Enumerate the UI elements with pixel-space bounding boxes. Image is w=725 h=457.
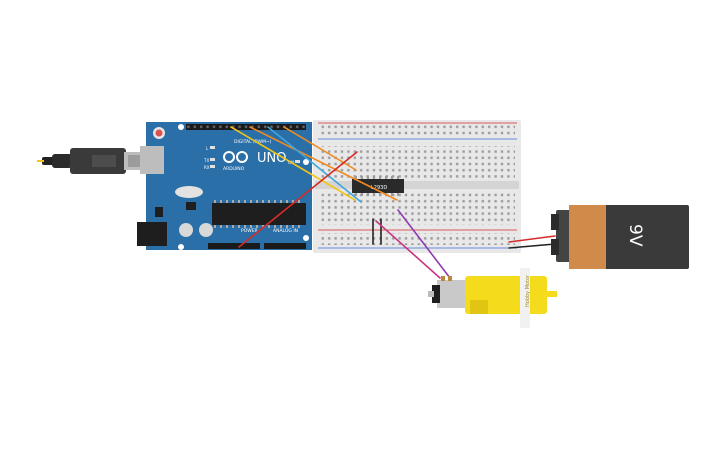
arduino-brand: ARDUINO <box>223 166 245 172</box>
usb-port <box>140 146 164 174</box>
motor-shaft-mount <box>520 268 530 328</box>
rx-label: RX <box>204 165 210 170</box>
tx-label: TX <box>203 158 209 163</box>
uno-logo-text: UNO <box>257 151 286 166</box>
analog-label: ANALOG IN <box>273 228 298 234</box>
battery-9v[interactable]: 9V <box>551 205 689 269</box>
wire-battery-black <box>508 243 556 249</box>
center-channel <box>315 181 519 189</box>
terminal-strip-bottom <box>320 193 515 225</box>
breadboard[interactable] <box>313 120 521 253</box>
power-header <box>208 243 260 249</box>
atmega-chip <box>212 203 306 225</box>
analog-header <box>264 243 306 249</box>
reset-button[interactable] <box>155 129 163 137</box>
capacitor <box>199 223 213 237</box>
wire-blue <box>267 126 362 203</box>
wires[interactable] <box>230 126 556 279</box>
wire-magenta <box>375 220 441 279</box>
battery-label-band <box>569 205 606 269</box>
usb-cable[interactable] <box>37 148 146 174</box>
rx-led <box>210 165 215 168</box>
wire-battery-red <box>508 235 556 243</box>
capacitor <box>179 223 193 237</box>
wire-purple <box>397 209 451 279</box>
l-led <box>210 146 215 149</box>
battery-label: 9V <box>625 224 645 247</box>
top-power-rail <box>320 125 515 137</box>
arduino-infinity-logo <box>223 151 248 163</box>
motor-can <box>437 280 467 308</box>
crystal <box>175 186 203 198</box>
arduino-uno-board[interactable]: DIGITAL (PWM~) UNO ARDUINO ON TX RX L PO… <box>137 122 312 250</box>
hobby-motor[interactable]: Hobby Motor <box>428 268 557 328</box>
l293d-chip[interactable]: L293D <box>352 176 404 196</box>
power-label: POWER <box>241 228 258 234</box>
tx-led <box>210 158 215 161</box>
motor-label: Hobby Motor <box>525 274 531 307</box>
bottom-power-rail <box>320 233 515 245</box>
wire-orange <box>249 126 398 201</box>
on-led <box>295 160 300 163</box>
l-label: L <box>206 146 209 151</box>
power-jack <box>137 222 167 246</box>
digital-label: DIGITAL (PWM~) <box>234 139 272 145</box>
terminal-strip-top <box>320 146 515 178</box>
wire-yellow <box>230 126 356 201</box>
battery-terminals <box>556 210 572 262</box>
wire-red-5v <box>238 151 358 248</box>
chip-label: L293D <box>371 185 387 191</box>
